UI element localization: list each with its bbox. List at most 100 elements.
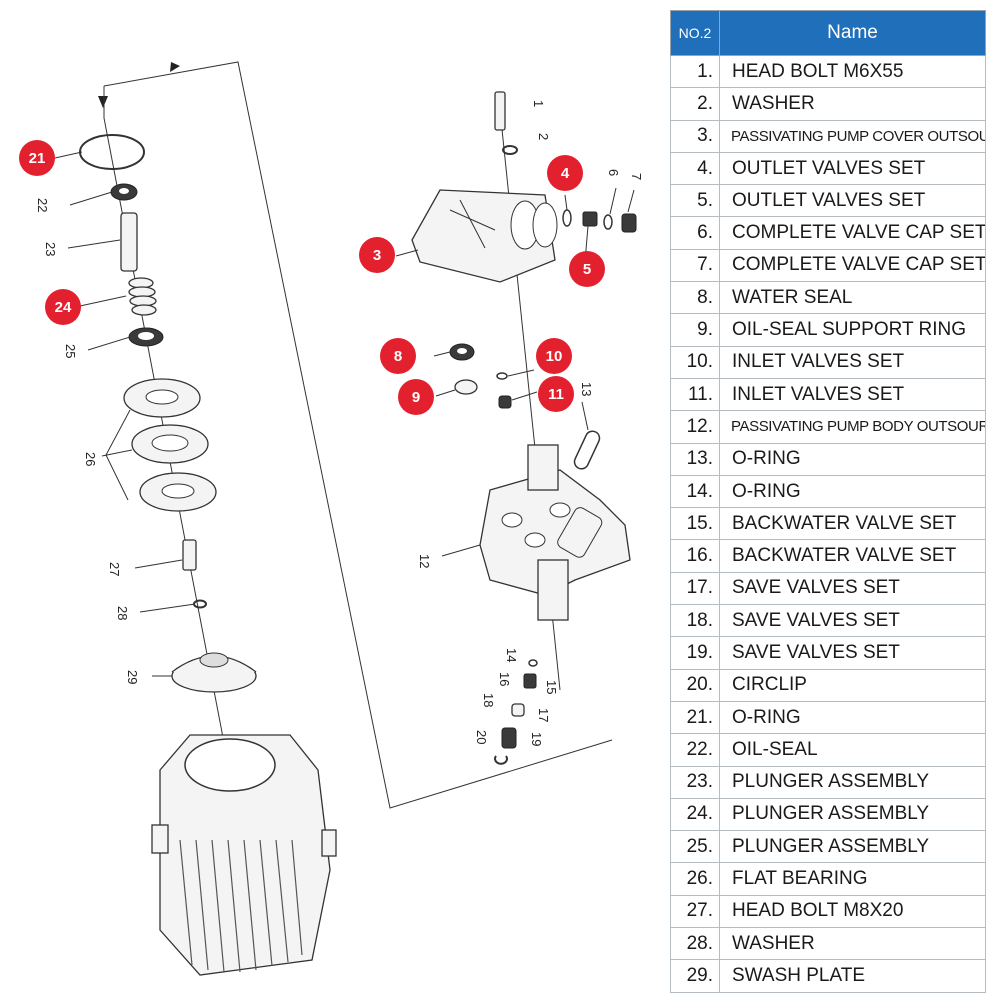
exploded-view-diagram: 1 2 6 7 12 13 14 15 16 17 18 19 20 22 23… bbox=[19, 61, 644, 976]
badge-9: 9 bbox=[398, 379, 434, 415]
table-row: 29.SWASH PLATE bbox=[670, 959, 986, 993]
swash-plate-29-shape bbox=[171, 652, 257, 693]
label-13: 13 bbox=[579, 382, 594, 396]
bearing-bracket bbox=[105, 409, 131, 501]
row-part-name: HEAD BOLT M8X20 bbox=[719, 894, 986, 929]
label-25: 25 bbox=[63, 344, 78, 358]
table-row: 27.HEAD BOLT M8X20 bbox=[670, 894, 986, 929]
row-part-name: OIL-SEAL SUPPORT RING bbox=[719, 313, 986, 347]
row-number: 3. bbox=[670, 119, 720, 153]
row-number: 2. bbox=[670, 87, 720, 121]
row-part-name: OUTLET VALVES SET bbox=[719, 151, 986, 186]
row-part-name: PASSIVATING PUMP BODY OUTSOURCED bbox=[719, 410, 986, 444]
label-6: 6 bbox=[606, 169, 621, 176]
badge-5: 5 bbox=[569, 251, 605, 287]
label-23: 23 bbox=[43, 242, 58, 256]
badge-3: 3 bbox=[359, 237, 395, 273]
row-number: 17. bbox=[670, 571, 720, 606]
row-number: 5. bbox=[670, 184, 720, 218]
table-row: 10.INLET VALVES SET bbox=[670, 345, 986, 379]
row-part-name: PASSIVATING PUMP COVER OUTSOURCED bbox=[719, 119, 986, 153]
table-row: 22.OIL-SEAL bbox=[670, 733, 986, 767]
table-row: 2.WASHER bbox=[670, 87, 986, 121]
row-part-name: OUTLET VALVES SET bbox=[719, 184, 986, 218]
plunger-23-shape bbox=[120, 212, 138, 272]
svg-text:10: 10 bbox=[546, 348, 563, 365]
washer-2-shape bbox=[502, 145, 518, 155]
table-row: 17.SAVE VALVES SET bbox=[670, 571, 986, 606]
water-seal-8-hole bbox=[457, 348, 467, 354]
table-row: 13.O-RING bbox=[670, 442, 986, 476]
label-1: 1 bbox=[531, 100, 546, 107]
table-row: 3.PASSIVATING PUMP COVER OUTSOURCED bbox=[670, 119, 986, 153]
row-number: 25. bbox=[670, 830, 720, 864]
table-row: 15.BACKWATER VALVE SET bbox=[670, 507, 986, 541]
flat-bearing-26-shape bbox=[123, 378, 217, 512]
label-26: 26 bbox=[83, 452, 98, 466]
row-number: 19. bbox=[670, 636, 720, 670]
retainer-25-hole bbox=[138, 332, 154, 340]
row-part-name: WATER SEAL bbox=[719, 281, 986, 315]
valve-15-16-shape bbox=[523, 673, 537, 689]
row-number: 10. bbox=[670, 345, 720, 379]
table-row: 24.PLUNGER ASSEMBLY bbox=[670, 797, 986, 832]
svg-text:9: 9 bbox=[412, 389, 420, 406]
label-14: 14 bbox=[504, 648, 519, 662]
oil-seal-22-hole bbox=[119, 188, 129, 194]
badge-21: 21 bbox=[19, 140, 55, 176]
valve-cap-6-shape bbox=[603, 214, 613, 230]
row-number: 23. bbox=[670, 765, 720, 799]
row-number: 20. bbox=[670, 668, 720, 702]
svg-text:11: 11 bbox=[548, 386, 564, 403]
row-number: 13. bbox=[670, 442, 720, 476]
table-row: 18.SAVE VALVES SET bbox=[670, 604, 986, 638]
row-part-name: BACKWATER VALVE SET bbox=[719, 507, 986, 541]
row-number: 15. bbox=[670, 507, 720, 541]
row-number: 16. bbox=[670, 539, 720, 573]
row-part-name: PLUNGER ASSEMBLY bbox=[719, 797, 986, 832]
svg-text:24: 24 bbox=[55, 299, 72, 316]
head-bolt-27-shape bbox=[182, 539, 197, 571]
head-bolt-1-shape bbox=[494, 91, 506, 131]
row-part-name: WASHER bbox=[719, 927, 986, 961]
o-ring-14-shape bbox=[528, 659, 538, 667]
table-row: 11.INLET VALVES SET bbox=[670, 377, 986, 412]
row-number: 26. bbox=[670, 862, 720, 896]
row-part-name: O-RING bbox=[719, 700, 986, 735]
inlet-valve-10-shape bbox=[496, 372, 508, 380]
row-part-name: OIL-SEAL bbox=[719, 733, 986, 767]
header-name: Name bbox=[719, 10, 986, 56]
row-number: 22. bbox=[670, 733, 720, 767]
valve-cap-7-shape bbox=[621, 213, 637, 233]
row-part-name: SAVE VALVES SET bbox=[719, 571, 986, 606]
pump-cover-3-shape bbox=[411, 189, 558, 283]
badge-24: 24 bbox=[45, 289, 81, 325]
spring-24-shape bbox=[128, 277, 157, 316]
table-row: 6.COMPLETE VALVE CAP SET bbox=[670, 216, 986, 250]
row-part-name: CIRCLIP bbox=[719, 668, 986, 702]
row-number: 6. bbox=[670, 216, 720, 250]
header-no: NO.2 bbox=[670, 10, 720, 56]
row-part-name: PLUNGER ASSEMBLY bbox=[719, 830, 986, 864]
row-number: 21. bbox=[670, 700, 720, 735]
label-12: 12 bbox=[417, 554, 432, 568]
table-row: 14.O-RING bbox=[670, 474, 986, 509]
svg-text:8: 8 bbox=[394, 348, 402, 365]
row-part-name: SAVE VALVES SET bbox=[719, 604, 986, 638]
table-row: 9.OIL-SEAL SUPPORT RING bbox=[670, 313, 986, 347]
table-row: 21.O-RING bbox=[670, 700, 986, 735]
left-axis-line bbox=[103, 86, 236, 801]
row-part-name: FLAT BEARING bbox=[719, 862, 986, 896]
label-18: 18 bbox=[481, 693, 496, 707]
washer-28-shape bbox=[193, 599, 207, 609]
table-row: 5.OUTLET VALVES SET bbox=[670, 184, 986, 218]
row-number: 4. bbox=[670, 151, 720, 186]
table-row: 23.PLUNGER ASSEMBLY bbox=[670, 765, 986, 799]
label-22: 22 bbox=[35, 198, 50, 212]
row-part-name: INLET VALVES SET bbox=[719, 345, 986, 379]
row-number: 11. bbox=[670, 377, 720, 412]
table-row: 28.WASHER bbox=[670, 927, 986, 961]
row-part-name: WASHER bbox=[719, 87, 986, 121]
valve-4-shape bbox=[562, 209, 572, 227]
